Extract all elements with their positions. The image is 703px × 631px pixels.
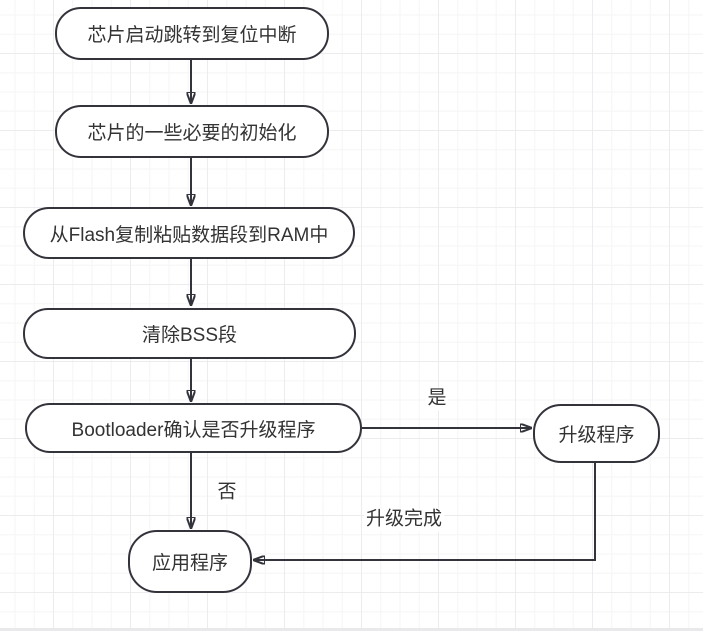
flow-node-bootloader-check[interactable]: Bootloader确认是否升级程序 xyxy=(25,403,362,453)
node-label: 清除BSS段 xyxy=(141,325,238,346)
flow-node-application[interactable]: 应用程序 xyxy=(128,530,252,593)
node-label: Bootloader确认是否升级程序 xyxy=(71,419,316,441)
flow-node-upgrade-program[interactable]: 升级程序 xyxy=(533,404,660,463)
edge-label-no[interactable]: 否 xyxy=(215,481,239,505)
node-label: 升级程序 xyxy=(558,425,635,446)
canvas-bottom-edge xyxy=(0,628,703,631)
edge-label-yes[interactable]: 是 xyxy=(425,387,449,411)
node-label: 芯片启动跳转到复位中断 xyxy=(87,25,297,46)
node-label: 芯片的一些必要的初始化 xyxy=(87,123,297,144)
flow-node-copy-data-to-ram[interactable]: 从Flash复制粘贴数据段到RAM中 xyxy=(23,207,355,259)
node-label: 应用程序 xyxy=(151,553,228,574)
node-label: 从Flash复制粘贴数据段到RAM中 xyxy=(49,224,329,246)
edge-label-upgrade-complete[interactable]: 升级完成 xyxy=(363,508,445,532)
flow-node-clear-bss[interactable]: 清除BSS段 xyxy=(23,308,356,359)
flow-node-chip-init[interactable]: 芯片的一些必要的初始化 xyxy=(55,105,329,158)
flow-node-reset-interrupt[interactable]: 芯片启动跳转到复位中断 xyxy=(55,7,329,60)
edge-upgrade-to-application[interactable] xyxy=(253,463,596,560)
